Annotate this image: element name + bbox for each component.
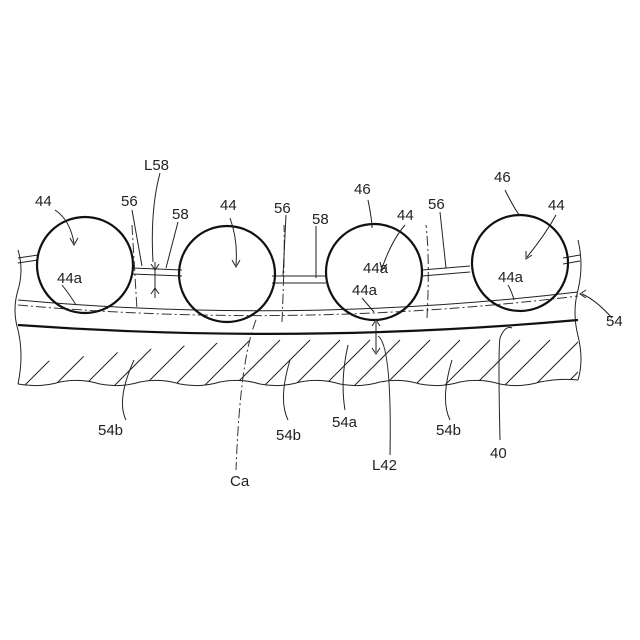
label-44a-3: 44a — [363, 260, 389, 277]
label-sep-56-1: 56 — [121, 193, 138, 210]
label-44a-4: 44a — [498, 269, 524, 286]
label-sep-58-2: 58 — [312, 211, 329, 228]
left-break-edge — [15, 250, 21, 384]
dimension-L42 — [372, 320, 390, 455]
leader-lines — [55, 190, 612, 440]
label-sep-56-2: 56 — [274, 200, 291, 217]
label-44a-2: 44a — [352, 282, 378, 299]
label-sep-56-3: 56 — [428, 196, 445, 213]
label-ball-44-1: 44 — [35, 193, 52, 210]
label-44a-1: 44a — [57, 270, 83, 287]
label-ball-46-1: 46 — [354, 181, 371, 198]
label-ball-46-2: 46 — [494, 169, 511, 186]
ball-44-2 — [179, 226, 275, 322]
hatched-part-40 — [0, 340, 640, 400]
retainer-strips — [18, 255, 580, 283]
label-54b-1: 54b — [98, 422, 123, 439]
label-ball-44-3: 44 — [397, 207, 414, 224]
label-40: 40 — [490, 445, 507, 462]
ball-44-1 — [37, 217, 133, 313]
boundary-line-40 — [18, 320, 578, 334]
center-line-Ca — [236, 320, 256, 470]
ring-54-upper-surface — [18, 292, 578, 311]
label-54a: 54a — [332, 414, 358, 431]
label-54b-3: 54b — [436, 422, 461, 439]
label-ball-44-2: 44 — [220, 197, 237, 214]
label-sep-58-1: 58 — [172, 206, 189, 223]
center-line-54b-3 — [426, 225, 428, 318]
bottom-break-edge — [18, 379, 578, 385]
label-ring-54: 54 — [606, 313, 623, 330]
dimension-L58 — [151, 173, 160, 298]
label-ball-44-4: 44 — [548, 197, 565, 214]
label-L42: L42 — [372, 457, 397, 474]
label-54b-2: 54b — [276, 427, 301, 444]
label-Ca: Ca — [230, 473, 250, 490]
label-L58: L58 — [144, 157, 169, 174]
ball-44-4 — [472, 215, 568, 311]
